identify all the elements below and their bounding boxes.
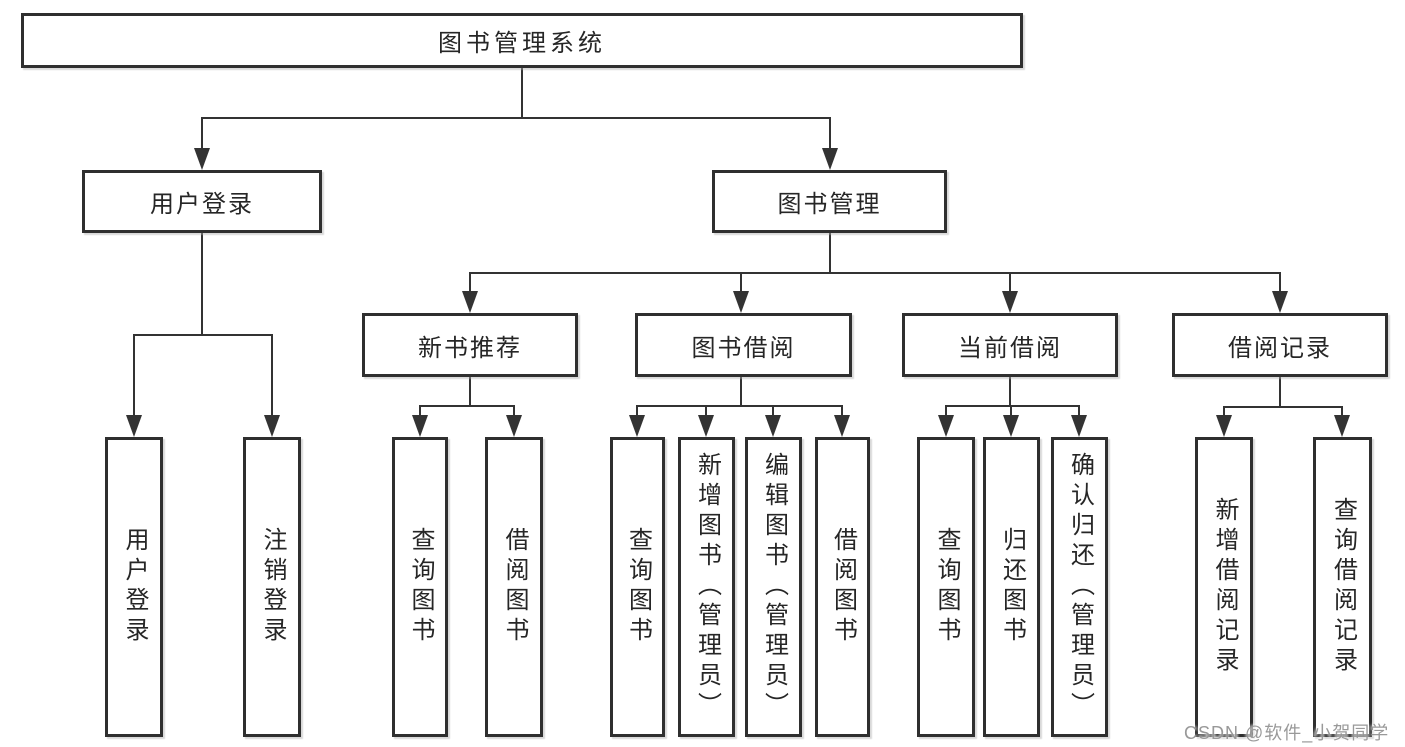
- node-library-management-system: 图书管理系统: [21, 13, 1023, 68]
- arrowhead-down-icon: [506, 415, 522, 437]
- arrowhead-down-icon: [765, 415, 781, 437]
- node-label: 用户登录: [121, 527, 148, 647]
- node-label: 查询图书: [933, 527, 960, 647]
- connector-line: [1078, 405, 1080, 415]
- connector-line: [1341, 406, 1343, 415]
- arrowhead-down-icon: [938, 415, 954, 437]
- connector-line: [829, 117, 831, 150]
- connector-line: [1223, 406, 1341, 408]
- connector-line: [1009, 272, 1011, 291]
- connector-line: [513, 405, 515, 415]
- connector-line: [636, 405, 638, 415]
- node-label: 借阅图书: [501, 527, 528, 647]
- connector-line: [945, 405, 1079, 407]
- connector-line: [134, 334, 272, 336]
- node-book-management: 图书管理: [712, 170, 947, 233]
- node-label: 查询图书: [624, 527, 652, 647]
- connector-line: [469, 272, 471, 291]
- connector-line: [740, 377, 742, 407]
- arrowhead-down-icon: [194, 148, 210, 170]
- node-borrowing-records: 借阅记录: [1172, 313, 1388, 377]
- connector-line: [1279, 377, 1281, 408]
- leaf-query-books-recommend: 查询图书: [392, 437, 448, 737]
- node-label: 查询借阅记录: [1329, 497, 1357, 677]
- connector-line: [201, 117, 203, 150]
- connector-line: [829, 233, 831, 274]
- node-label: 注销登录: [259, 527, 286, 647]
- connector-line: [1279, 272, 1281, 291]
- node-label: 确认归还（管理员）: [1066, 452, 1094, 722]
- connector-line: [945, 405, 947, 415]
- arrowhead-down-icon: [834, 415, 850, 437]
- node-current-borrowing: 当前借阅: [902, 313, 1118, 377]
- arrowhead-down-icon: [733, 291, 749, 313]
- connector-line: [419, 405, 421, 415]
- node-new-book-recommend: 新书推荐: [362, 313, 578, 377]
- connector-line: [271, 334, 273, 415]
- node-label: 编辑图书（管理员）: [760, 452, 788, 722]
- node-label: 借阅图书: [829, 527, 857, 647]
- leaf-confirm-return-admin: 确认归还（管理员）: [1051, 437, 1108, 737]
- node-book-borrowing: 图书借阅: [635, 313, 852, 377]
- node-label: 查询图书: [407, 527, 434, 647]
- arrowhead-down-icon: [1334, 415, 1350, 437]
- leaf-add-books-admin: 新增图书（管理员）: [678, 437, 735, 737]
- leaf-query-books-borrowing: 查询图书: [610, 437, 665, 737]
- node-label: 借阅记录: [1228, 334, 1332, 362]
- arrowhead-down-icon: [1071, 415, 1087, 437]
- leaf-borrow-books-recommend: 借阅图书: [485, 437, 543, 737]
- leaf-return-books: 归还图书: [983, 437, 1040, 737]
- connector-line: [420, 405, 514, 407]
- connector-line: [202, 117, 831, 119]
- arrowhead-down-icon: [264, 415, 280, 437]
- leaf-borrow-books: 借阅图书: [815, 437, 870, 737]
- arrowhead-down-icon: [1216, 415, 1232, 437]
- node-label: 用户登录: [150, 191, 254, 218]
- connector-line: [469, 377, 471, 407]
- watermark-text: CSDN @软件_小贺同学: [1184, 723, 1390, 743]
- arrowhead-down-icon: [126, 415, 142, 437]
- leaf-logout: 注销登录: [243, 437, 301, 737]
- connector-line: [772, 405, 774, 415]
- leaf-user-login: 用户登录: [105, 437, 163, 737]
- connector-line: [470, 272, 1280, 274]
- node-user-login: 用户登录: [82, 170, 322, 233]
- arrowhead-down-icon: [412, 415, 428, 437]
- connector-line: [1010, 405, 1012, 415]
- arrowhead-down-icon: [822, 148, 838, 170]
- arrowhead-down-icon: [1002, 291, 1018, 313]
- node-label: 图书管理系统: [438, 30, 606, 57]
- connector-line: [521, 68, 523, 118]
- node-label: 新增图书（管理员）: [693, 452, 721, 722]
- connector-line: [637, 405, 842, 407]
- connector-line: [1009, 377, 1011, 407]
- connector-line: [740, 272, 742, 291]
- arrowhead-down-icon: [629, 415, 645, 437]
- leaf-edit-books-admin: 编辑图书（管理员）: [745, 437, 802, 737]
- arrowhead-down-icon: [1272, 291, 1288, 313]
- node-label: 当前借阅: [958, 334, 1062, 362]
- connector-line: [1223, 406, 1225, 415]
- arrowhead-down-icon: [462, 291, 478, 313]
- node-label: 新增借阅记录: [1211, 497, 1238, 677]
- connector-line: [133, 334, 135, 415]
- node-label: 新书推荐: [418, 334, 522, 362]
- node-label: 图书借阅: [691, 334, 796, 362]
- arrowhead-down-icon: [1003, 415, 1019, 437]
- leaf-query-borrow-record: 查询借阅记录: [1313, 437, 1372, 737]
- node-label: 图书管理: [777, 191, 882, 218]
- connector-line: [841, 405, 843, 415]
- leaf-add-borrow-record: 新增借阅记录: [1195, 437, 1253, 737]
- arrowhead-down-icon: [698, 415, 714, 437]
- node-label: 归还图书: [998, 527, 1026, 647]
- leaf-query-books-current: 查询图书: [917, 437, 975, 737]
- connector-line: [705, 405, 707, 415]
- connector-line: [201, 233, 203, 335]
